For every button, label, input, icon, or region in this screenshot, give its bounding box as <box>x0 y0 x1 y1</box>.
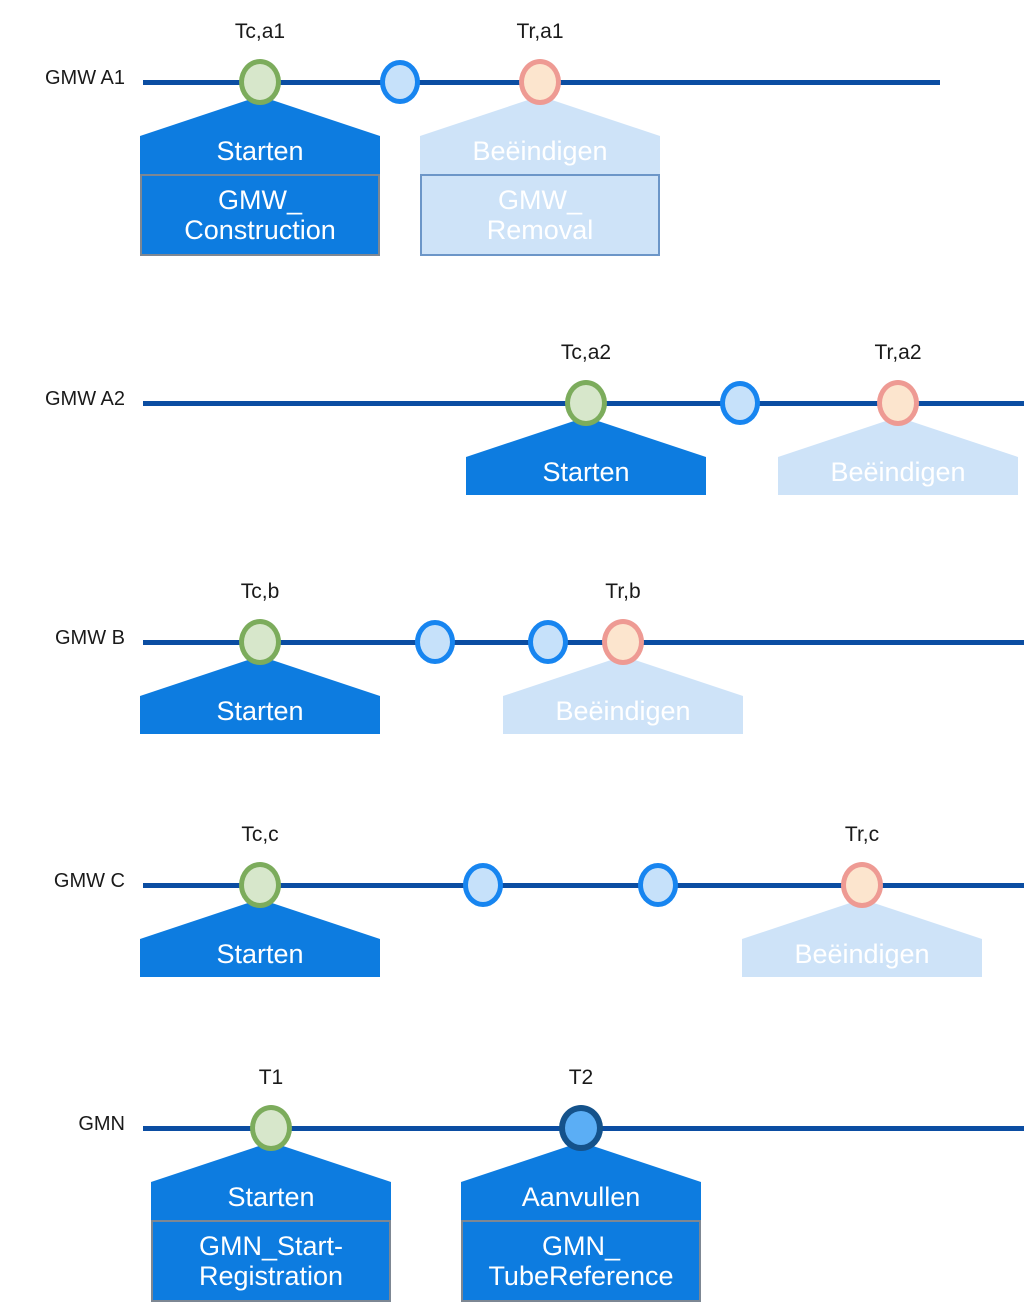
tick-label-gmw-b-end-node: Tr,b <box>605 580 641 603</box>
timeline-node-gmw-b-intermediate-node-1[interactable] <box>415 620 455 664</box>
tick-label-gmw-c-end-node: Tr,c <box>844 823 880 846</box>
row-label-gmw-c: GMW C <box>53 870 125 892</box>
tick-label-gmn-start-node: T1 <box>258 1066 284 1089</box>
row-label-gmw-a1: GMW A1 <box>44 67 125 89</box>
event-detail-line: Construction <box>184 215 336 245</box>
event-detail-line: GMN_ <box>541 1230 620 1261</box>
event-pentagon-starten <box>140 656 380 734</box>
timeline-node-gmw-a2-start-node[interactable] <box>565 380 607 426</box>
timeline-node-gmw-c-end-node[interactable] <box>841 862 883 908</box>
event-detail-box-aanvullen-tubereference: GMN_TubeReference <box>461 1220 701 1302</box>
row-label-gmw-b: GMW B <box>55 627 125 649</box>
event-pentagon-beeindigen <box>742 899 982 977</box>
event-detail-line: Removal <box>486 215 594 245</box>
tick-label-gmw-b-start-node: Tc,b <box>240 580 280 603</box>
row-label-gmw-a2: GMW A2 <box>44 388 125 410</box>
timeline-node-gmw-a1-end-node[interactable] <box>519 59 561 105</box>
tick-label-gmw-a2-end-node: Tr,a2 <box>874 341 922 364</box>
timeline-axis-gmw-c <box>143 883 1024 888</box>
event-detail-box-starten-construction: GMW_Construction <box>140 174 380 256</box>
event-detail-line: TubeReference <box>488 1261 674 1291</box>
timeline-node-gmw-c-intermediate-node-2[interactable] <box>638 863 678 907</box>
event-detail-line: GMN_Start- <box>198 1230 343 1261</box>
timeline-node-gmw-a2-intermediate-node[interactable] <box>720 381 760 425</box>
row-label-gmn: GMN <box>78 1113 125 1135</box>
event-detail-box-text-aanvullen-tubereference: GMN_TubeReference <box>488 1231 673 1291</box>
timeline-node-gmw-a1-start-node[interactable] <box>239 59 281 105</box>
event-detail-box-text-starten-startregistration: GMN_Start-Registration <box>199 1231 343 1291</box>
event-detail-box-text-beeindigen-removal: GMW_Removal <box>487 185 594 245</box>
tick-label-gmw-c-start-node: Tc,c <box>241 823 279 846</box>
tick-label-gmn-supplement-node: T2 <box>568 1066 594 1089</box>
timeline-node-gmw-b-start-node[interactable] <box>239 619 281 665</box>
event-pentagon-beeindigen-removal <box>420 96 660 174</box>
event-pentagon-starten <box>140 899 380 977</box>
timeline-node-gmw-c-start-node[interactable] <box>239 862 281 908</box>
timeline-axis-gmw-b <box>143 640 1024 645</box>
event-detail-line: Registration <box>198 1261 344 1291</box>
tick-label-gmw-a2-start-node: Tc,a2 <box>560 341 612 364</box>
event-detail-line: GMW_ <box>497 184 582 215</box>
event-detail-box-text-starten-construction: GMW_Construction <box>184 185 336 245</box>
tick-label-gmw-a1-start-node: Tc,a1 <box>234 20 286 43</box>
timeline-node-gmn-start-node[interactable] <box>250 1105 292 1151</box>
timeline-node-gmn-supplement-node[interactable] <box>559 1105 603 1151</box>
event-pentagon-starten <box>466 417 706 495</box>
event-pentagon-beeindigen <box>778 417 1018 495</box>
event-detail-line: GMW_ <box>217 184 302 215</box>
event-detail-box-starten-startregistration: GMN_Start-Registration <box>151 1220 391 1302</box>
event-pentagon-aanvullen-tubereference <box>461 1142 701 1220</box>
timeline-node-gmw-b-end-node[interactable] <box>602 619 644 665</box>
timeline-node-gmw-a1-intermediate-node[interactable] <box>380 60 420 104</box>
event-pentagon-starten-startregistration <box>151 1142 391 1220</box>
timeline-node-gmw-a2-end-node[interactable] <box>877 380 919 426</box>
event-pentagon-starten-construction <box>140 96 380 174</box>
event-detail-box-beeindigen-removal: GMW_Removal <box>420 174 660 256</box>
event-pentagon-beeindigen <box>503 656 743 734</box>
tick-label-gmw-a1-end-node: Tr,a1 <box>516 20 564 43</box>
timeline-node-gmw-c-intermediate-node-1[interactable] <box>463 863 503 907</box>
timeline-node-gmw-b-intermediate-node-2[interactable] <box>528 620 568 664</box>
